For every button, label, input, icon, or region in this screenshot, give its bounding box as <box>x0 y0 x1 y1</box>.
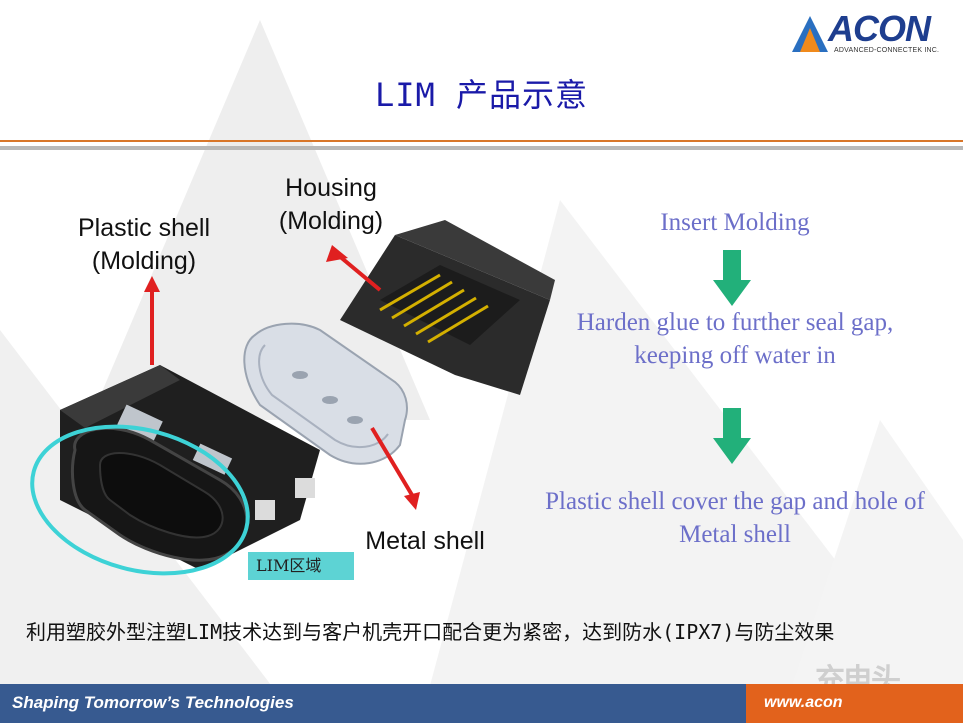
housing-part <box>340 220 555 395</box>
housing-label: Housing (Molding) <box>268 172 394 238</box>
metal-shell-label: Metal shell <box>365 527 485 555</box>
plastic-shell-label-line1: Plastic shell <box>78 214 210 242</box>
lim-region-tag: LIM区域 <box>248 552 354 580</box>
footer-bar: Shaping Tomorrow’s Technologies www.acon <box>0 684 963 723</box>
metal-shell-part <box>243 322 408 465</box>
acon-logo: ACON ADVANCED-CONNECTEK INC. <box>790 8 950 60</box>
plastic-shell-label-line2: (Molding) <box>91 247 197 275</box>
page-title: LIM 产品示意 <box>374 76 589 114</box>
logo-wordmark: ACON <box>828 8 931 49</box>
logo-subtitle: ADVANCED-CONNECTEK INC. <box>834 47 940 54</box>
footer-tagline: Shaping Tomorrow’s Technologies <box>12 693 294 712</box>
housing-label-line1: Housing <box>285 174 377 202</box>
flow-step-plastic-cover-line2: Metal shell <box>679 521 791 548</box>
housing-label-line2: (Molding) <box>278 207 384 235</box>
logo-triangle-icon <box>792 16 828 52</box>
flow-down-arrow-icon <box>713 250 751 306</box>
title-divider-orange <box>0 140 963 142</box>
flow-step-harden-glue: Harden glue to further seal gap, keeping… <box>545 306 925 372</box>
footer-url: www.acon <box>764 694 843 711</box>
plastic-shell-part <box>60 365 320 570</box>
lim-region-highlight <box>30 424 250 576</box>
flow-step-insert-molding: Insert Molding <box>660 209 810 236</box>
description-text: 利用塑胶外型注塑LIM技术达到与客户机壳开口配合更为紧密，达到防水(IPX7)与… <box>26 620 835 644</box>
flow-down-arrow-icon <box>713 408 751 464</box>
flow-step-plastic-cover-line1: Plastic shell cover the gap and hole of <box>545 488 925 515</box>
plastic-shell-label: Plastic shell (Molding) <box>60 212 228 278</box>
flow-step-harden-glue-line1: Harden glue to further seal gap, <box>576 309 894 336</box>
flow-step-plastic-cover: Plastic shell cover the gap and hole of … <box>530 485 940 551</box>
flow-step-harden-glue-line2: keeping off water in <box>634 342 836 369</box>
footer-url-block: www.acon <box>746 684 963 723</box>
callout-arrows <box>144 245 420 510</box>
title-divider-gray <box>0 146 963 150</box>
connector-illustration <box>30 220 555 576</box>
